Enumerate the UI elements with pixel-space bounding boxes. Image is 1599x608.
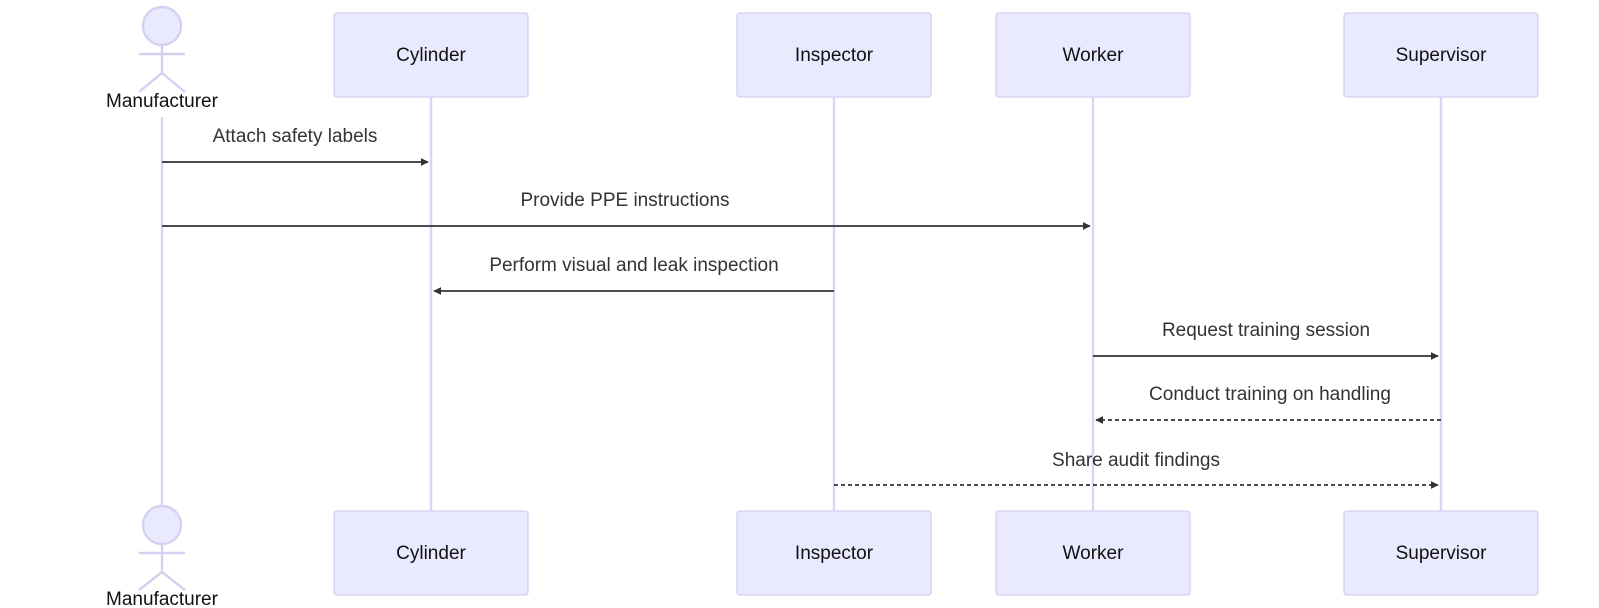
messages: Attach safety labels Provide PPE instruc… (162, 126, 1441, 489)
actor-manufacturer-top: Manufacturer (106, 5, 219, 112)
message-5: Conduct training on handling (1095, 384, 1441, 424)
message-3: Perform visual and leak inspection (433, 255, 834, 295)
message-label: Attach safety labels (213, 126, 378, 147)
actor-manufacturer-bottom: Manufacturer (106, 504, 219, 608)
actor-label-supervisor: Supervisor (1396, 45, 1487, 66)
message-4: Request training session (1093, 320, 1439, 360)
message-label: Conduct training on handling (1149, 384, 1391, 405)
actor-label-cylinder: Cylinder (396, 45, 466, 66)
actor-inspector-top: Inspector (736, 12, 932, 98)
actor-supervisor-top: Supervisor (1343, 12, 1539, 98)
message-label: Provide PPE instructions (520, 190, 729, 211)
actor-worker-bottom: Worker (995, 510, 1191, 596)
person-icon (138, 504, 186, 591)
actor-cylinder-top: Cylinder (333, 12, 529, 98)
message-label: Perform visual and leak inspection (489, 255, 778, 276)
message-label: Share audit findings (1052, 450, 1220, 471)
actor-label-worker: Worker (1063, 45, 1125, 66)
participants-bottom: Manufacturer Cylinder Inspector Worker S… (106, 504, 1539, 608)
actor-label-supervisor: Supervisor (1396, 543, 1487, 564)
actor-label-manufacturer: Manufacturer (106, 589, 219, 608)
actor-cylinder-bottom: Cylinder (333, 510, 529, 596)
message-label: Request training session (1162, 320, 1370, 341)
lifelines (160, 97, 1443, 511)
actor-label-worker: Worker (1063, 543, 1125, 564)
message-6: Share audit findings (834, 450, 1439, 489)
person-icon (138, 5, 186, 93)
actor-inspector-bottom: Inspector (736, 510, 932, 596)
message-2: Provide PPE instructions (162, 190, 1091, 230)
actor-label-inspector: Inspector (795, 45, 874, 66)
actor-worker-top: Worker (995, 12, 1191, 98)
participants-top: Manufacturer Cylinder Inspector Worker S… (106, 5, 1539, 112)
actor-label-manufacturer: Manufacturer (106, 91, 219, 112)
message-1: Attach safety labels (162, 126, 429, 166)
actor-label-inspector: Inspector (795, 543, 874, 564)
actor-label-cylinder: Cylinder (396, 543, 466, 564)
actor-supervisor-bottom: Supervisor (1343, 510, 1539, 596)
